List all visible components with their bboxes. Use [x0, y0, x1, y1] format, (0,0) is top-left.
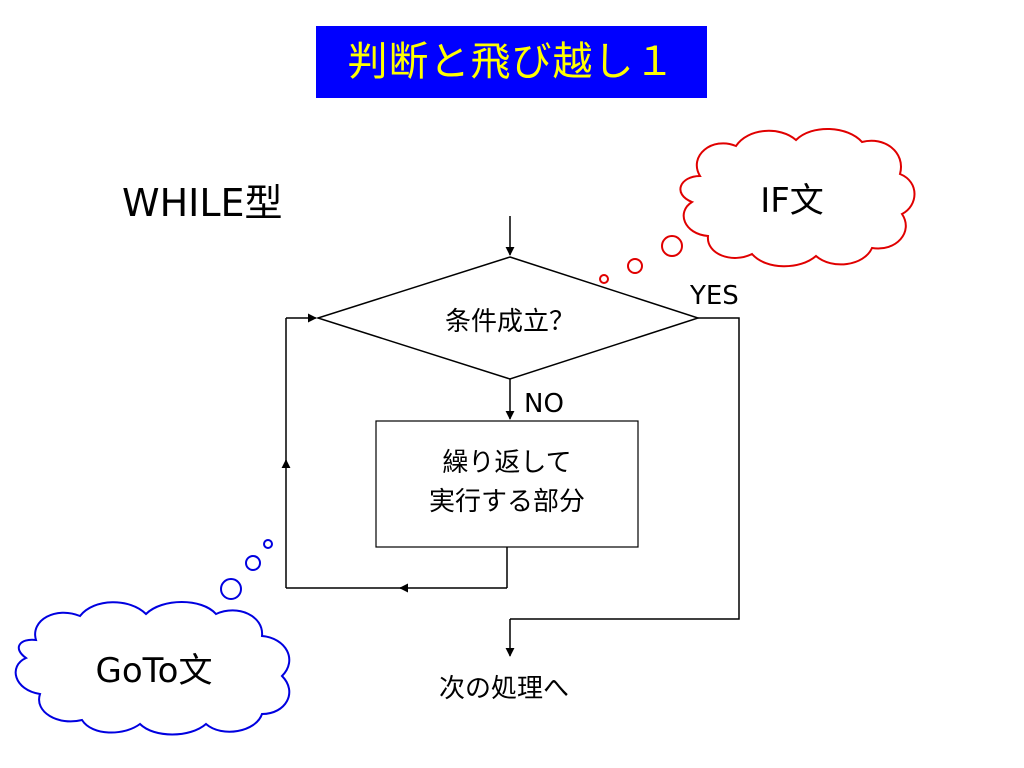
goto-bubble-medium — [245, 555, 261, 571]
goto-cloud-label: GoTo文 — [96, 651, 213, 691]
if-bubble-large — [661, 235, 683, 257]
if-bubble-medium — [627, 258, 643, 274]
process-box — [375, 420, 639, 548]
no-label: NO — [524, 389, 564, 419]
yes-label: YES — [689, 281, 739, 311]
decision-label: 条件成立？ — [445, 307, 575, 337]
if-cloud-label: IF文 — [760, 181, 824, 221]
page-title: 判断と飛び越し１ — [316, 26, 707, 98]
if-bubble-small — [599, 274, 609, 284]
process-label-line2: 実行する部分 — [429, 487, 585, 517]
next-step-label: 次の処理へ — [439, 674, 569, 704]
flowchart-heading: WHILE型 — [122, 181, 283, 225]
if-cloud-shape — [679, 127, 916, 268]
yes-exit-path — [510, 317, 740, 620]
goto-bubble-small — [263, 539, 273, 549]
goto-bubble-large — [220, 578, 242, 600]
if-thought-bubble — [599, 127, 916, 284]
process-label-line1: 繰り返して — [442, 448, 571, 478]
goto-cloud-shape — [14, 601, 291, 736]
goto-thought-bubble — [14, 539, 291, 736]
